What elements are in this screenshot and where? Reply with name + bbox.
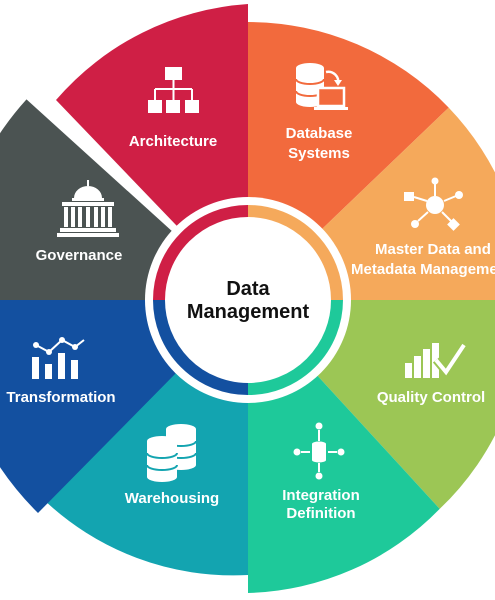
svg-text:Metadata Management: Metadata Management [351,261,495,278]
database-monitor-icon [295,63,348,110]
government-building-icon [57,180,119,237]
network-nodes-icon [404,177,463,231]
label-warehousing: Warehousing [125,490,219,507]
svg-text:Quality Control: Quality Control [377,389,485,406]
label-database-systems: Database Systems [286,125,353,162]
svg-text:Governance: Governance [36,247,123,264]
svg-text:Architecture: Architecture [129,133,217,150]
stacked-databases-icon [146,424,197,482]
hierarchy-icon [148,67,199,113]
label-transformation: Transformation [6,389,115,406]
label-master-data: Master Data and Metadata Management [351,241,495,278]
label-integration-definition: Integration Definition [282,487,360,522]
label-quality-control: Quality Control [377,389,485,406]
bar-chart-check-icon [405,342,468,379]
center-title-line2: Management [187,301,310,323]
svg-text:Master Data and: Master Data and [375,241,491,258]
svg-text:Systems: Systems [288,145,350,162]
center-title-line1: Data [226,278,270,300]
svg-text:Warehousing: Warehousing [125,490,219,507]
data-integration-icon [293,422,345,480]
svg-text:Integration: Integration [282,487,360,504]
svg-text:Database: Database [286,125,353,142]
inner-ring-bottom-left [153,299,249,395]
line-bar-chart-icon [32,337,85,379]
center-circle [167,219,329,381]
label-architecture: Architecture [129,133,217,150]
inner-ring-bottom-right [247,299,343,395]
inner-ring-top-left [153,205,249,301]
inner-ring-top-right [247,205,343,301]
label-governance: Governance [36,247,123,264]
svg-text:Definition: Definition [286,505,355,522]
svg-text:Transformation: Transformation [6,389,115,406]
